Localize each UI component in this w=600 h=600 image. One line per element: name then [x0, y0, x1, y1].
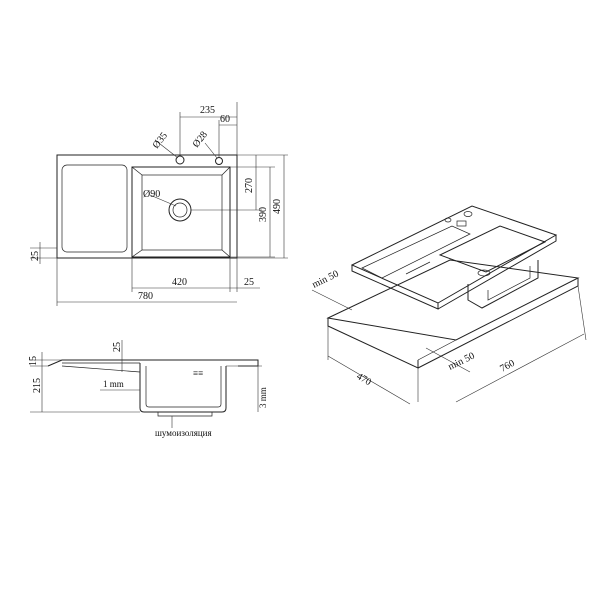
- iso-sink-deck: [350, 205, 558, 304]
- drainboard-slope: [61, 365, 141, 373]
- insulation-label: шумоизоляция: [155, 428, 212, 438]
- iso-sink-deck-side: [437, 235, 557, 310]
- iso-bowl-body: [467, 260, 539, 309]
- dim-760-label: 760: [498, 358, 516, 375]
- dim-780-label: 780: [138, 291, 153, 302]
- dim-d28-label: Ø28: [191, 129, 210, 149]
- bevel-line: [221, 166, 231, 176]
- dim-215-label: 215: [32, 378, 43, 393]
- bowl-inner-outline: [141, 174, 223, 251]
- dim-470-label: 470: [355, 371, 373, 388]
- dim-25-left-label: 25: [30, 251, 41, 261]
- dim-min50-a-label: min 50: [310, 269, 340, 291]
- top-view: 235 60 Ø35 Ø28 Ø90 270 390 490 25 420 25: [30, 102, 288, 306]
- dim-490-label: 490: [272, 199, 283, 214]
- bowl-inner-wall: [145, 366, 222, 408]
- iso-drainboard-line: [405, 261, 431, 275]
- iso-sink-deck-front: [351, 265, 439, 310]
- dim-line-470: [327, 355, 411, 405]
- sink-outer-rim: [56, 154, 238, 259]
- dim-15-label: 15: [28, 356, 39, 366]
- drain-outer: [168, 198, 192, 222]
- dim-25-right-label: 25: [244, 277, 254, 288]
- dim-min50-b-label: min 50: [446, 351, 476, 373]
- dim-270-label: 270: [244, 178, 255, 193]
- drain-inner: [172, 202, 188, 218]
- dim-d35-label: Ø35: [151, 130, 170, 150]
- iso-view: min 50 470 min 50 760: [310, 205, 587, 405]
- brand-mark: ≡≡: [193, 368, 203, 378]
- leader-d90: [149, 194, 177, 207]
- dim-25-section-label: 25: [112, 342, 123, 352]
- bowl-outline: [131, 166, 231, 258]
- iso-brand-plate: [456, 220, 467, 227]
- dim-line-760: [455, 333, 585, 403]
- ext-line: [577, 285, 587, 341]
- dim-line-min50-a: [311, 289, 353, 311]
- section-view: ≡≡ 15 215 25 1 mm 3 mm шумоизоляция: [28, 340, 268, 438]
- iso-bowl-window: [487, 266, 531, 301]
- dim-60-label: 60: [220, 114, 230, 125]
- bevel-line: [131, 249, 143, 258]
- iso-drain: [477, 269, 491, 277]
- dim-d90-label: Ø90: [143, 189, 160, 200]
- countertop-front: [327, 318, 419, 369]
- countertop-side: [417, 278, 579, 369]
- leader-d35: [154, 139, 179, 159]
- iso-bowl-rim: [438, 225, 547, 273]
- faucet-hole-28: [215, 157, 223, 165]
- dim-420-label: 420: [172, 277, 187, 288]
- insulation-pad: [157, 412, 213, 417]
- dim-3mm-label: 3 mm: [258, 387, 268, 408]
- iso-faucet-hole-small: [444, 217, 452, 223]
- dim-235-label: 235: [200, 105, 215, 116]
- dim-390-label: 390: [258, 207, 269, 222]
- iso-drainboard: [361, 225, 471, 279]
- section-bowl: [139, 363, 227, 413]
- leader-d28: [204, 142, 218, 159]
- faucet-hole-35: [175, 155, 185, 165]
- bevel-line: [221, 249, 231, 258]
- countertop-edge: [417, 339, 457, 361]
- bevel-line: [131, 166, 143, 176]
- drainboard: [61, 164, 128, 253]
- dim-line-min50-b: [425, 347, 471, 373]
- iso-faucet-hole: [463, 211, 473, 217]
- dim-1mm-label: 1 mm: [103, 379, 124, 389]
